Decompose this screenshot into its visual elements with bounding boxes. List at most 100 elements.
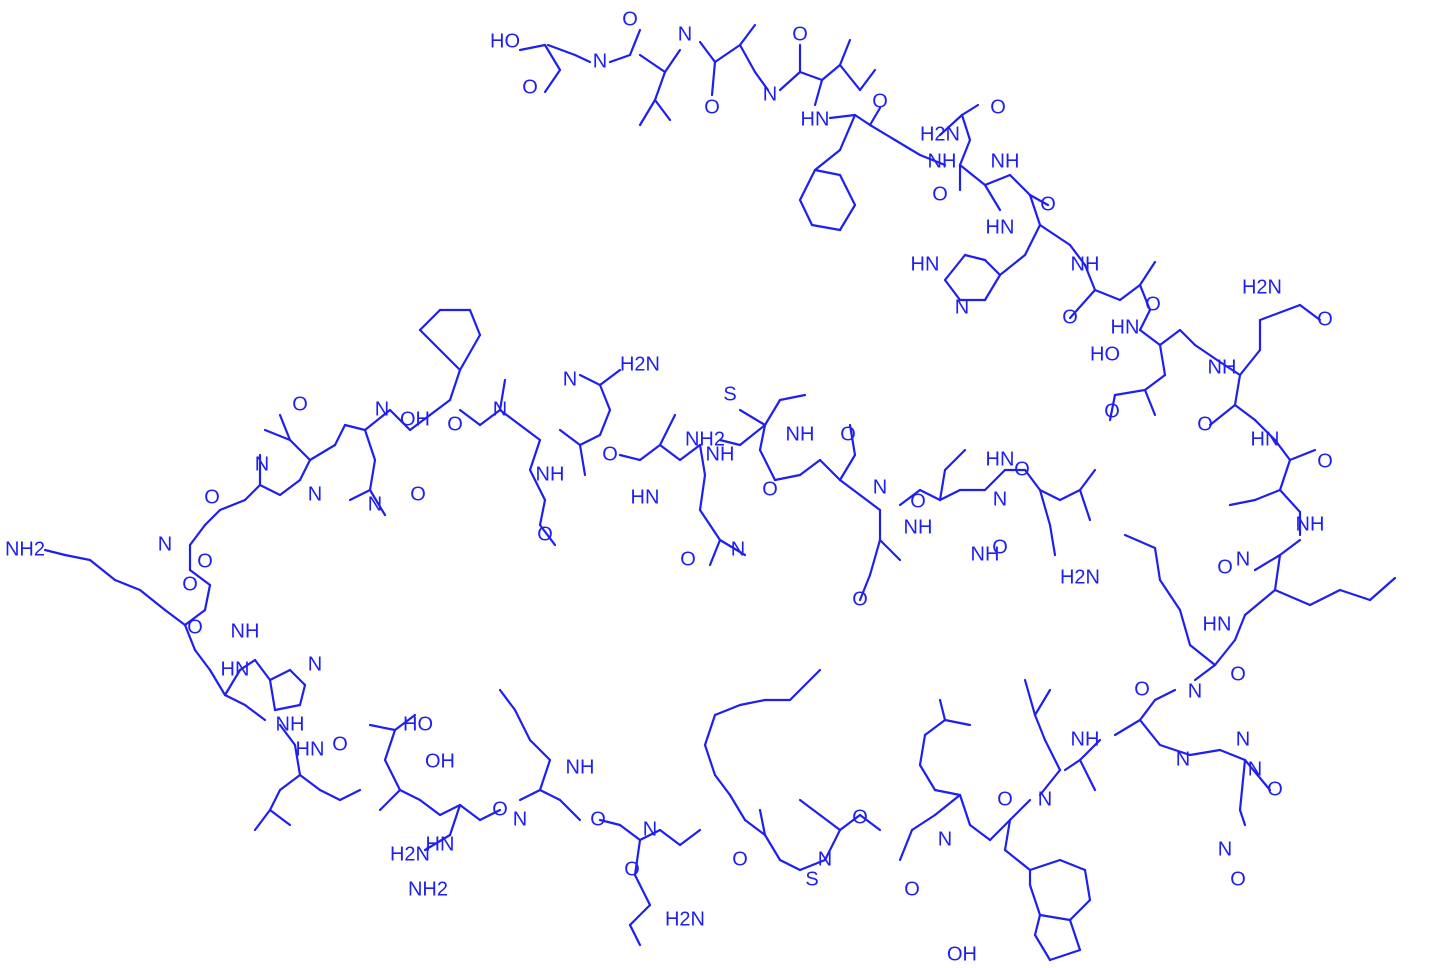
bond-line — [183, 623, 197, 652]
atom-label: O — [522, 76, 538, 98]
bond-line — [1188, 748, 1222, 757]
bond-line — [383, 758, 402, 792]
bond-line — [608, 53, 632, 64]
atom-label: N — [1038, 788, 1052, 810]
atom-label: OH — [947, 943, 977, 965]
bond-line — [998, 253, 1027, 277]
bond-line — [1278, 458, 1292, 492]
atom-label: N — [308, 653, 322, 675]
bond-line — [853, 113, 872, 127]
bond-line — [938, 468, 947, 502]
bond-line — [598, 383, 612, 412]
atom-label: N — [158, 533, 172, 555]
bond-line — [838, 203, 857, 232]
atom-label: O — [410, 483, 426, 505]
atom-label: O — [622, 8, 638, 30]
bond-line — [498, 408, 522, 427]
bond-line — [188, 523, 207, 547]
atom-label: N — [1248, 758, 1262, 780]
atom-label: N — [513, 808, 527, 830]
bond-line — [546, 43, 577, 57]
bond-line — [910, 813, 937, 832]
atom-label: HO — [403, 713, 433, 735]
bond-line — [838, 38, 852, 67]
bond-line — [218, 498, 247, 512]
bond-line — [778, 858, 802, 872]
atom-label: HN — [801, 108, 830, 130]
bond-line — [348, 488, 372, 502]
bond-line — [183, 608, 207, 627]
atom-label: NH — [1071, 728, 1100, 750]
atom-label: O — [447, 413, 463, 435]
bond-line — [848, 423, 857, 457]
atom-label: NH — [231, 620, 260, 642]
bond-line — [368, 458, 377, 492]
bond-line — [538, 758, 552, 792]
atom-label: HN — [1251, 428, 1280, 450]
bond-line — [208, 668, 227, 697]
bond-line — [838, 173, 857, 207]
atom-label: HN — [986, 216, 1015, 238]
bond-line — [1068, 918, 1082, 952]
bond-line — [1078, 488, 1092, 522]
bond-line — [738, 43, 757, 74]
bond-line — [138, 588, 167, 612]
bond-line — [338, 788, 362, 802]
atom-label: NH — [904, 516, 933, 538]
atom-label: NH — [1208, 356, 1237, 378]
bond-line — [1243, 588, 1277, 617]
atom-label: O — [852, 806, 868, 828]
atom-label: O — [1145, 293, 1161, 315]
bond-line — [253, 658, 272, 682]
bond-line — [343, 423, 367, 432]
atom-label: O — [1217, 556, 1233, 578]
bond-line — [713, 703, 742, 717]
bond-line — [1008, 798, 1032, 822]
atom-label: O — [910, 490, 926, 512]
bond-line — [1093, 288, 1122, 302]
bond-line — [718, 538, 747, 557]
atom-label: H2N — [620, 353, 660, 375]
bond-line — [1158, 343, 1167, 377]
bond-line — [763, 833, 782, 862]
bond-line — [1273, 588, 1312, 607]
atom-label: O — [1317, 308, 1333, 330]
bond-line — [918, 153, 947, 167]
bond-line — [1028, 858, 1062, 872]
bond-line — [820, 63, 842, 82]
bond-line — [738, 408, 767, 427]
bond-line — [1238, 348, 1262, 377]
bond-lines — [43, 23, 1397, 962]
bond-line — [518, 43, 547, 52]
bond-line — [318, 788, 342, 802]
bond-line — [388, 408, 412, 432]
bond-line — [1213, 638, 1237, 667]
bond-line — [1068, 288, 1097, 320]
bond-line — [1083, 868, 1092, 902]
bond-line — [708, 538, 722, 567]
bond-line — [798, 198, 814, 227]
atom-label: HN — [221, 658, 250, 680]
bond-line — [1058, 488, 1082, 502]
bond-line — [710, 60, 717, 97]
bond-line — [960, 113, 972, 142]
atom-label: S — [723, 383, 736, 405]
bond-line — [653, 98, 672, 122]
bond-line — [1273, 553, 1282, 592]
bond-line — [868, 106, 882, 127]
bond-line — [1078, 468, 1097, 492]
bond-line — [983, 173, 1012, 187]
bond-line — [368, 488, 387, 517]
bond-line — [918, 488, 942, 502]
bond-line — [838, 813, 862, 832]
bond-line — [518, 788, 542, 802]
atom-label: N — [368, 493, 382, 515]
atom-label: O — [1197, 413, 1213, 435]
bond-line — [638, 443, 662, 462]
atom-label: H2N — [1060, 566, 1100, 588]
bond-line — [543, 43, 562, 72]
bond-line — [943, 253, 967, 282]
atom-label: OH — [425, 750, 455, 772]
bond-line — [478, 408, 502, 427]
